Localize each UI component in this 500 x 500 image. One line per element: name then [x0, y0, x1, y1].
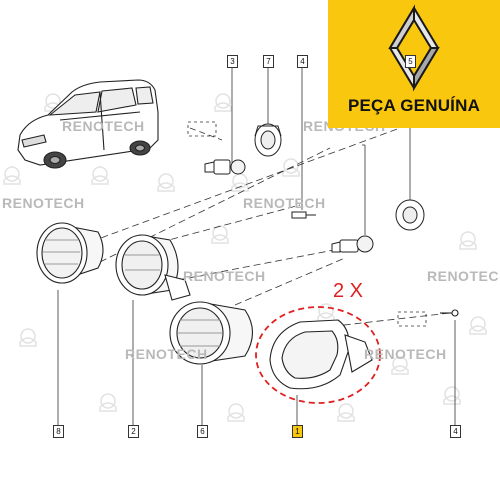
watermark: RENOTECH — [364, 346, 447, 362]
renault-diamond-logo-icon — [388, 4, 440, 92]
watermark: RENOTECH — [183, 268, 266, 284]
callout-label: 5 — [405, 55, 416, 68]
watermark: RENOTECH — [125, 346, 208, 362]
callout-label: 8 — [53, 425, 64, 438]
brand-tagline: PEÇA GENUÍNA — [347, 96, 481, 115]
fog-lamp-round-part — [36, 222, 104, 284]
quantity-note: 2 X — [333, 280, 364, 302]
fog-lamp-housing-part — [115, 234, 191, 301]
seal-ring-part — [254, 123, 282, 157]
highlight-circle — [255, 306, 381, 404]
callout-label: 4 — [297, 55, 308, 68]
callout-label: 4 — [450, 425, 461, 438]
bulb-part — [204, 159, 246, 175]
fog-lamp-front-part — [169, 301, 254, 365]
screw-part — [291, 211, 316, 219]
watermark: RENOTECH — [427, 268, 500, 284]
right-bulb-part — [331, 199, 425, 253]
callout-label: 3 — [227, 55, 238, 68]
leader-lines — [57, 66, 456, 425]
car-illustration — [17, 79, 159, 169]
callout-label-highlighted: 1 — [292, 425, 303, 438]
callout-label: 2 — [128, 425, 139, 438]
fog-lamp-frame-part — [269, 309, 459, 390]
callout-label: 6 — [197, 425, 208, 438]
callout-label: 7 — [263, 55, 274, 68]
watermark: RENOTECH — [2, 195, 85, 211]
watermark: RENOTECH — [62, 118, 145, 134]
watermark: RENOTECH — [243, 195, 326, 211]
